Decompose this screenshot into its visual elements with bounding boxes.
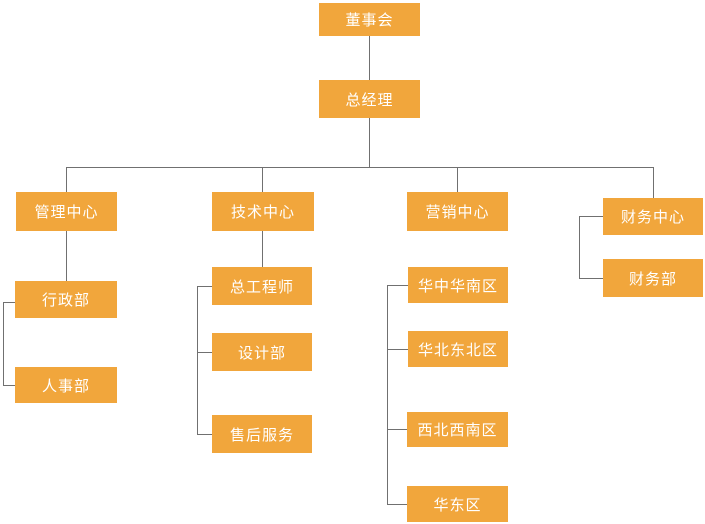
connector-gm-to-bus [369,118,370,167]
org-node-technology-center[interactable]: 技术中心 [212,192,314,231]
connector-stub-after-sales [197,434,212,435]
connector-finance-bracket [579,216,580,279]
connector-stub-finance-center [579,216,603,217]
org-node-after-sales-service[interactable]: 售后服务 [212,415,312,453]
connector-drop-marketing-center [457,167,458,192]
org-node-finance-center[interactable]: 财务中心 [603,198,703,235]
org-node-board-of-directors[interactable]: 董事会 [319,3,420,36]
connector-stub-region-north-northeast [387,349,408,350]
connector-stub-chief-engineer [197,286,212,287]
connector-management-to-admin [66,231,67,281]
connector-stub-hr-dept [3,385,15,386]
connector-stub-design-dept [197,352,212,353]
connector-stub-region-northwest-southwest [387,429,407,430]
connector-drop-technology-center [262,167,263,192]
org-node-region-central-south[interactable]: 华中华南区 [408,267,508,303]
connector-bus-line [66,167,654,168]
org-node-design-dept[interactable]: 设计部 [212,333,312,371]
org-node-region-northwest-southwest[interactable]: 西北西南区 [407,412,508,447]
connector-technology-to-chief [262,231,263,267]
connector-stub-region-central-south [387,285,408,286]
connector-board-to-gm [369,36,370,80]
org-node-admin-dept[interactable]: 行政部 [15,281,117,318]
connector-stub-region-east [387,504,407,505]
connector-marketing-bracket [387,285,388,505]
org-node-region-east[interactable]: 华东区 [407,486,508,522]
connector-drop-finance-center [653,167,654,198]
org-node-region-north-northeast[interactable]: 华北东北区 [408,331,508,367]
connector-stub-admin-dept [3,302,15,303]
org-node-marketing-center[interactable]: 营销中心 [407,192,508,231]
org-node-general-manager[interactable]: 总经理 [319,80,420,118]
connector-stub-finance-dept [579,278,603,279]
org-node-finance-dept[interactable]: 财务部 [603,259,703,297]
connector-technology-bracket [197,286,198,435]
connector-drop-management-center [66,167,67,192]
connector-management-bracket [3,302,4,386]
org-node-chief-engineer[interactable]: 总工程师 [212,267,312,305]
org-node-management-center[interactable]: 管理中心 [16,192,117,231]
org-node-hr-dept[interactable]: 人事部 [15,367,117,403]
